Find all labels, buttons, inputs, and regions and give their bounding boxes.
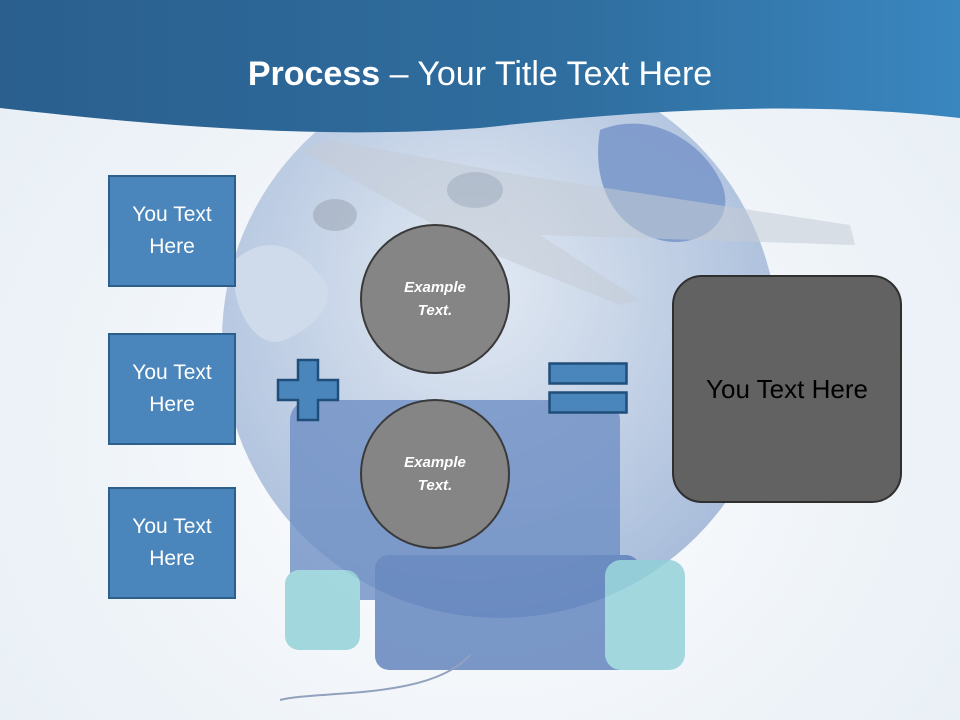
equals-icon (548, 362, 628, 414)
plus-icon (276, 358, 340, 422)
title-rest: – Your Title Text Here (380, 55, 713, 93)
result-box[interactable]: You Text Here (672, 275, 902, 503)
text-box-1[interactable]: You Text Here (108, 175, 236, 287)
title-bold: Process (247, 55, 381, 93)
example-circle-1[interactable]: Example Text. (360, 224, 510, 374)
text-box-2[interactable]: You Text Here (108, 333, 236, 445)
page-title: Process – Your Title Text Here (0, 52, 960, 96)
header-band (0, 0, 960, 133)
airplane-shape (300, 140, 855, 305)
text-box-3[interactable]: You Text Here (108, 487, 236, 599)
example-circle-2[interactable]: Example Text. (360, 399, 510, 549)
